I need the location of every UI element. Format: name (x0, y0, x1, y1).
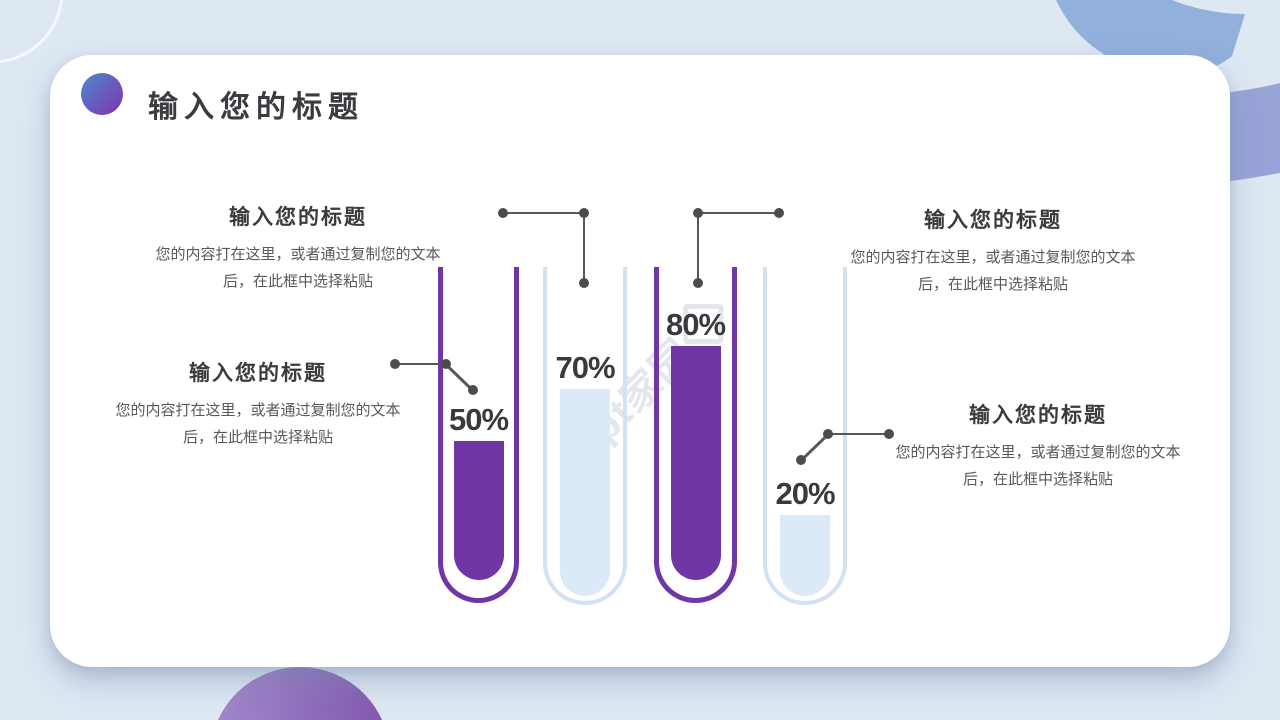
callout-body: 您的内容打在这里，或者通过复制您的文本后，在此框中选择粘贴 (115, 402, 401, 446)
tube-fill (670, 346, 721, 580)
slide-title: 输入您的标题 (148, 91, 364, 124)
connector-dot (823, 429, 833, 439)
tube-fill (560, 389, 610, 596)
callout-body: 您的内容打在这里，或者通过复制您的文本后，在此框中选择粘贴 (895, 444, 1181, 488)
callout-body: 您的内容打在这里，或者通过复制您的文本后，在此框中选择粘贴 (155, 246, 441, 290)
connector-line (828, 432, 889, 436)
tube-fill (780, 515, 830, 596)
tube-percent-label: 80% (665, 307, 726, 342)
callout-title: 输入您的标题 (924, 209, 1062, 232)
callout-mid-right: 输入您的标题 您的内容打在这里，或者通过复制您的文本后，在此框中选择粘贴 (888, 399, 1188, 493)
connector-dot (796, 455, 806, 465)
connector-dot (441, 359, 451, 369)
top-right-blue-arc (1056, 0, 1245, 74)
callout-title: 输入您的标题 (969, 404, 1107, 427)
connector-line (582, 213, 586, 283)
connector-line (395, 362, 446, 366)
test-tube-1: 50% (438, 267, 519, 603)
test-tube-2: 70% (543, 267, 627, 605)
connector-dot (693, 278, 703, 288)
tube-percent-label: 70% (555, 350, 615, 385)
connector-dot (579, 208, 589, 218)
test-tube-4: 20% (763, 267, 847, 605)
corner-ring-decor (0, 0, 64, 64)
connector-dot (390, 359, 400, 369)
callout-mid-left: 输入您的标题 您的内容打在这里，或者通过复制您的文本后，在此框中选择粘贴 (108, 357, 408, 451)
connector-line (503, 211, 584, 215)
right-periwinkle-band (1230, 83, 1280, 181)
connector-dot (579, 278, 589, 288)
connector-line (698, 211, 779, 215)
tube-fill (453, 441, 504, 580)
tube-percent-label: 20% (775, 476, 835, 511)
connector-dot (884, 429, 894, 439)
callout-top-right: 输入您的标题 您的内容打在这里，或者通过复制您的文本后，在此框中选择粘贴 (843, 204, 1143, 298)
callout-title: 输入您的标题 (189, 362, 327, 385)
title-bullet-circle (81, 73, 123, 115)
callout-top-left: 输入您的标题 您的内容打在这里，或者通过复制您的文本后，在此框中选择粘贴 (148, 201, 448, 295)
connector-dot (498, 208, 508, 218)
connector-line (696, 213, 700, 283)
connector-dot (693, 208, 703, 218)
callout-title: 输入您的标题 (229, 206, 367, 229)
connector-dot (468, 385, 478, 395)
callout-body: 您的内容打在这里，或者通过复制您的文本后，在此框中选择粘贴 (850, 249, 1136, 293)
connector-dot (774, 208, 784, 218)
slide-card (50, 55, 1230, 667)
tube-percent-label: 50% (448, 402, 509, 437)
test-tube-3: 80% (654, 267, 737, 603)
bottom-left-purple-blob (217, 667, 383, 720)
